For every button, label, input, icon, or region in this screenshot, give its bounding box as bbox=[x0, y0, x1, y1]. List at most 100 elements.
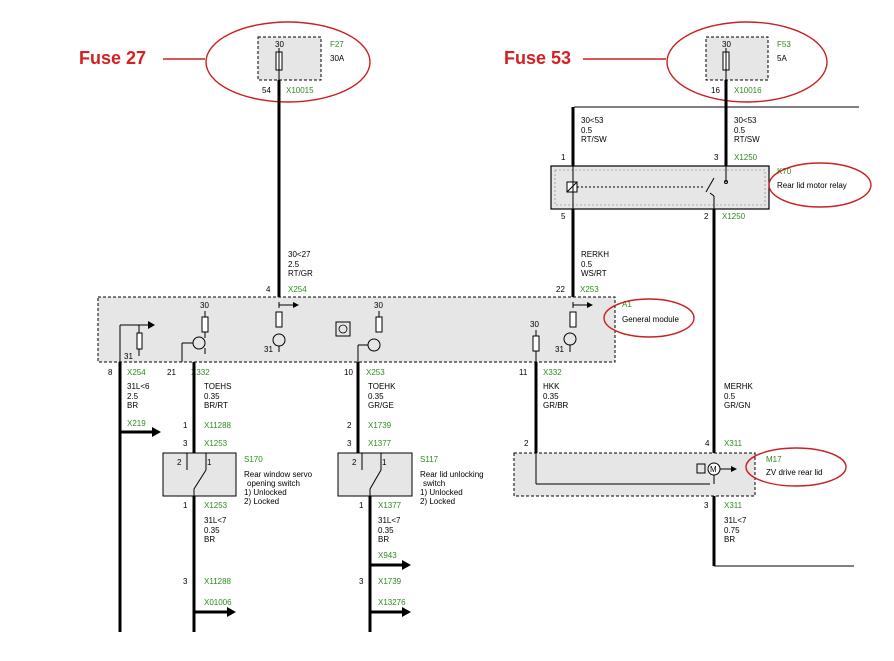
module-31c: 31 bbox=[555, 345, 564, 354]
motor-m17[interactable]: M bbox=[513, 452, 756, 497]
module-pin21: 21 bbox=[167, 368, 176, 377]
fuse-f53-outline bbox=[705, 36, 769, 81]
f53-id: F53 bbox=[777, 40, 791, 49]
x311b-pin: 3 bbox=[704, 501, 709, 510]
s117-l4: 2) Locked bbox=[420, 497, 455, 506]
fuse-f27-box bbox=[258, 37, 321, 80]
s170-contact bbox=[193, 469, 207, 490]
module-31b: 31 bbox=[264, 345, 273, 354]
conn-x13276: X13276 bbox=[378, 598, 406, 607]
x13276-arrow-icon bbox=[402, 607, 411, 617]
w-toehs-l3: BR/RT bbox=[204, 401, 228, 410]
module-conn4: X254 bbox=[288, 285, 307, 294]
w-s117b-l2: 0.35 bbox=[378, 526, 394, 535]
s117-l1: Rear lid unlocking bbox=[420, 470, 484, 479]
w-s117b-l1: 31L<7 bbox=[378, 516, 401, 525]
relay-id: K70 bbox=[777, 167, 792, 176]
module-id: A1 bbox=[622, 300, 632, 309]
w-m17b-l2: 0.75 bbox=[724, 526, 740, 535]
s117-l3: 1) Unlocked bbox=[420, 488, 463, 497]
fuse27-highlight-ellipse bbox=[205, 21, 371, 103]
w-m17b-l1: 31L<7 bbox=[724, 516, 747, 525]
switch-s117[interactable] bbox=[337, 452, 413, 497]
w-s117b-l3: BR bbox=[378, 535, 389, 544]
module-30a: 30 bbox=[200, 301, 209, 310]
module-highlight-ellipse bbox=[603, 298, 695, 338]
fuse-f53[interactable] bbox=[705, 36, 769, 81]
module-conn8: X254 bbox=[127, 368, 146, 377]
w-s170b-l1: 31L<7 bbox=[204, 516, 227, 525]
conn-x11288a: X11288 bbox=[204, 421, 232, 430]
conn-x1377a: X1377 bbox=[368, 439, 392, 448]
f27-pin-top: 30 bbox=[275, 40, 284, 49]
w-toehk-l1: TOEHK bbox=[368, 382, 396, 391]
x1377b-pin: 1 bbox=[359, 501, 364, 510]
conn-x1253a: X1253 bbox=[204, 439, 228, 448]
w-merhk-l3: GR/GN bbox=[724, 401, 750, 410]
relay-pin2: 2 bbox=[704, 212, 709, 221]
module-conn11: X332 bbox=[543, 368, 562, 377]
conn-x1739b: X1739 bbox=[378, 577, 402, 586]
fuse-f53-box bbox=[706, 37, 768, 80]
relay-k70[interactable] bbox=[550, 165, 770, 210]
fuse27-callout-label: Fuse 27 bbox=[79, 48, 146, 68]
s170-p1: 1 bbox=[207, 458, 212, 467]
relay-pin1: 1 bbox=[561, 153, 566, 162]
x01006-arrow-icon bbox=[227, 607, 236, 617]
hkk-pin: 2 bbox=[524, 439, 529, 448]
w-fuse53-l1: 30<53 bbox=[734, 116, 757, 125]
module-pin22: 22 bbox=[556, 285, 565, 294]
f27-pin-bottom: 54 bbox=[262, 86, 271, 95]
w-rerkh-l1: RERKH bbox=[581, 250, 609, 259]
relay-pin2-conn: X1250 bbox=[722, 212, 746, 221]
w-31l6-l2: 2.5 bbox=[127, 392, 139, 401]
motor-m17-outline bbox=[513, 452, 756, 497]
motor-id: M17 bbox=[766, 455, 782, 464]
w-toehk-l2: 0.35 bbox=[368, 392, 384, 401]
x943-arrow-icon bbox=[402, 560, 411, 570]
w-hkk-l2: 0.35 bbox=[543, 392, 559, 401]
fuse53-callout-label: Fuse 53 bbox=[504, 48, 571, 68]
s117-contact bbox=[369, 469, 382, 490]
x1739a-pin: 2 bbox=[347, 421, 352, 430]
f27-rating: 30A bbox=[330, 54, 345, 63]
s117-p2: 2 bbox=[352, 458, 357, 467]
module-name: General module bbox=[622, 315, 679, 324]
module-pin11: 11 bbox=[519, 368, 528, 377]
conn-x1739a: X1739 bbox=[368, 421, 392, 430]
f53-connector: X10016 bbox=[734, 86, 762, 95]
x219-arrow-icon bbox=[152, 427, 161, 437]
module-pin4: 4 bbox=[266, 285, 271, 294]
relay-pin3-conn: X1250 bbox=[734, 153, 758, 162]
w-31l6-l1: 31L<6 bbox=[127, 382, 150, 391]
relay-name: Rear lid motor relay bbox=[777, 181, 847, 190]
module-30c: 30 bbox=[530, 320, 539, 329]
module-30b: 30 bbox=[374, 301, 383, 310]
f53-rating: 5A bbox=[777, 54, 787, 63]
x1253b-pin: 1 bbox=[183, 501, 188, 510]
f27-connector: X10015 bbox=[286, 86, 314, 95]
w-toehs-l2: 0.35 bbox=[204, 392, 220, 401]
s170-l2: opening switch bbox=[247, 479, 300, 488]
x11288b-pin: 3 bbox=[183, 577, 188, 586]
general-module-a1[interactable] bbox=[97, 296, 616, 363]
module-pin8: 8 bbox=[108, 368, 113, 377]
w-fuse53-l2: 0.5 bbox=[734, 126, 746, 135]
w-fuse27-l3: RT/GR bbox=[288, 269, 313, 278]
w-fuse27-l1: 30<27 bbox=[288, 250, 311, 259]
switch-s170[interactable] bbox=[162, 452, 237, 497]
relay-pin5: 5 bbox=[561, 212, 566, 221]
w-left53-l1: 30<53 bbox=[581, 116, 604, 125]
motor-highlight-ellipse bbox=[745, 447, 847, 487]
fuse-f27[interactable] bbox=[257, 36, 322, 81]
motor-symbol: M bbox=[710, 465, 717, 474]
switch-s170-box bbox=[162, 452, 237, 497]
w-rerkh-l3: WS/RT bbox=[581, 269, 607, 278]
x1739b-pin: 3 bbox=[359, 577, 364, 586]
conn-x11288b: X11288 bbox=[204, 577, 232, 586]
f27-id: F27 bbox=[330, 40, 344, 49]
x11288a-pin: 1 bbox=[183, 421, 188, 430]
w-31l6-l3: BR bbox=[127, 401, 138, 410]
w-merhk-l2: 0.5 bbox=[724, 392, 736, 401]
